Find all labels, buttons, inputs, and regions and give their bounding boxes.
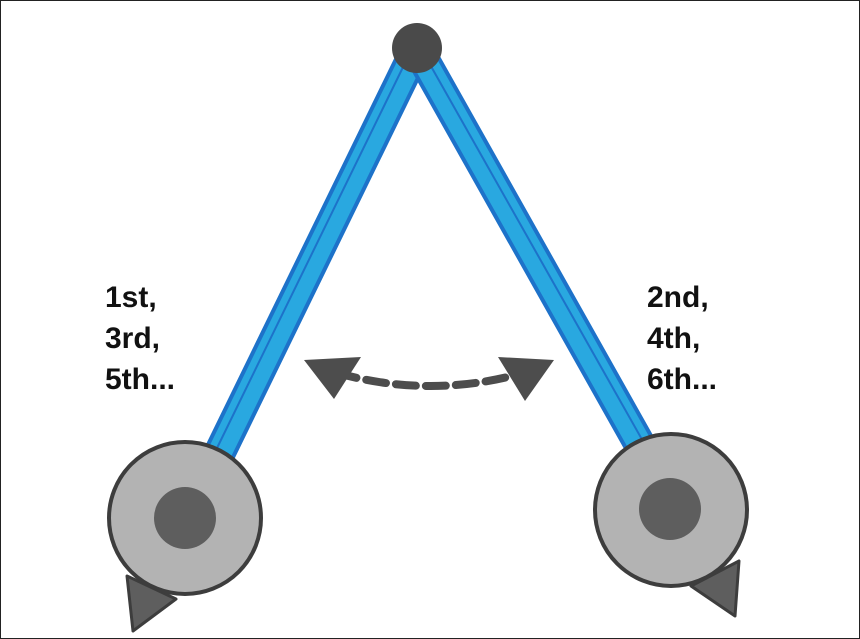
right-wheel-hub [639,478,701,540]
right-arm [401,32,682,507]
right-swing-order-labels: 2nd, 4th, 6th... [647,277,717,400]
right-label-3: 6th... [647,363,718,396]
left-arm [185,32,433,507]
left-swing-order-labels: 1st, 3rd, 5th... [105,277,175,400]
left-wheel-hub [154,487,216,549]
swing-arrowhead-left [304,357,361,399]
left-label-3: 5th... [105,363,176,396]
right-wheel [593,432,749,588]
right-label-2: 4th, [647,322,701,355]
left-label-1: 1st, [105,281,157,314]
swing-arrowhead-right [498,357,554,401]
left-label-2: 3rd, [105,322,161,355]
pivot-joint [392,23,442,73]
swing-arrow [304,357,554,401]
right-label-1: 2nd, [647,281,709,314]
left-wheel [107,440,263,596]
